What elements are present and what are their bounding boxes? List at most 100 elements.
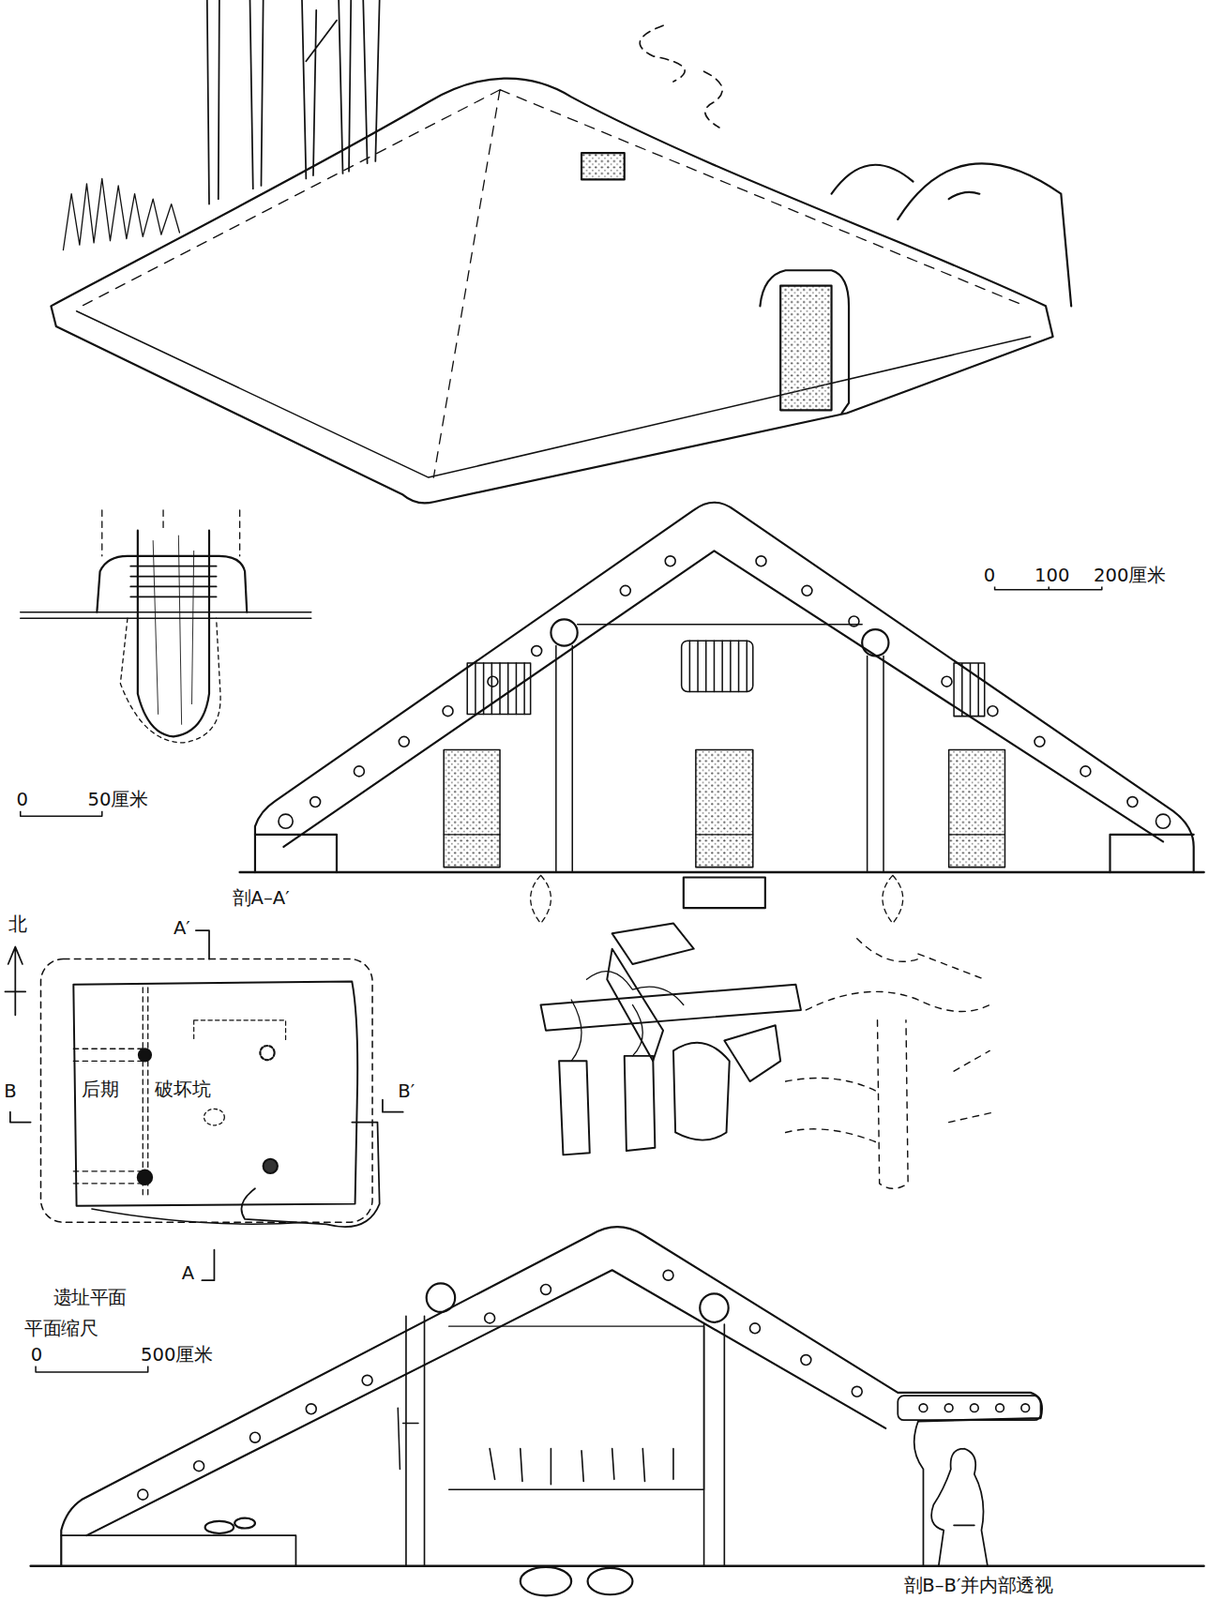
scale-unit: 200厘米 (1091, 565, 1168, 588)
section-a-part (475, 663, 525, 714)
joint-detail-part (612, 922, 695, 965)
post-detail-part (20, 612, 312, 620)
site-plan-part (73, 981, 358, 1206)
section-b-part (914, 1420, 924, 1566)
section-b-part (663, 1269, 674, 1281)
section-b-part (234, 1518, 256, 1529)
site-plan-part (201, 1250, 214, 1282)
section-a-part (801, 585, 813, 596)
roof-perspective-part (76, 311, 1031, 478)
section-label: 剖A–A′ (230, 887, 292, 909)
section-b-part (520, 1567, 572, 1596)
section-a-part (953, 663, 985, 717)
roof-perspective-part (81, 90, 1026, 478)
section-b-part (541, 1284, 552, 1296)
roof-perspective-part (50, 78, 1053, 504)
scale-value: 0 (28, 1344, 45, 1367)
roof-perspective-part (759, 270, 849, 413)
site-plan-part (196, 930, 210, 959)
section-b-part (588, 1568, 634, 1595)
section-b-part (205, 1521, 234, 1534)
site-plan-part (263, 1159, 278, 1174)
section-a-part (487, 676, 499, 687)
roof-perspective (50, 78, 1053, 504)
section-a-part (619, 585, 631, 596)
section-a-part (398, 736, 409, 747)
bush-part (62, 178, 180, 250)
section-a-part (1034, 736, 1045, 747)
section-a-part (941, 676, 952, 687)
scale-unit: 50厘米 (85, 789, 150, 812)
tree-post-sketch-part (877, 1020, 909, 1189)
section-b-part (449, 1326, 705, 1490)
site-plan-part (137, 1170, 152, 1185)
north-label: 北 (6, 914, 30, 937)
section-b-part (60, 1535, 296, 1567)
section-b-part (489, 1449, 674, 1485)
section-a-part (531, 646, 543, 657)
section-b-part (305, 1404, 317, 1415)
section-a-part (255, 502, 1194, 873)
section-b-part (137, 1489, 149, 1500)
section-b-part (250, 1432, 261, 1443)
section-a-part (353, 766, 364, 777)
scale-bar (20, 583, 1103, 1373)
section-a-part (255, 834, 337, 873)
section-a-part (556, 646, 884, 873)
section-a-part (550, 619, 577, 646)
section-a-part (1080, 766, 1091, 777)
section-b-part (137, 1269, 1030, 1500)
smoke-part (704, 71, 724, 128)
trees-part (207, 0, 220, 205)
post-detail (20, 510, 312, 743)
joint-detail-part (724, 1025, 781, 1082)
section-a-part (861, 629, 889, 656)
section-b-part (484, 1313, 496, 1324)
site-plan-part (194, 1020, 287, 1042)
section-b-part (1021, 1404, 1030, 1413)
site-plan-part (73, 987, 148, 1199)
section-a (240, 502, 1205, 924)
section-mark: A (179, 1263, 197, 1285)
joint-detail-part (673, 1042, 730, 1141)
section-a-part (755, 556, 767, 567)
smoke (639, 25, 723, 128)
post-detail-part (152, 535, 195, 725)
site-plan-part (91, 1208, 306, 1224)
site-plan (4, 930, 403, 1281)
trees-part (250, 0, 264, 189)
section-b (30, 1226, 1205, 1596)
site-plan-part (204, 1108, 226, 1125)
post-detail-part (137, 530, 210, 738)
joint-detail-part (586, 971, 683, 1006)
section-a-part (689, 640, 747, 692)
section-b-part (426, 1283, 455, 1312)
joint-detail-part (571, 999, 643, 1061)
section-a-part (310, 797, 321, 808)
hills-part (831, 165, 914, 195)
section-b-part (397, 1407, 419, 1469)
tree-post-sketch (785, 938, 996, 1190)
tree-post-sketch-part (857, 938, 985, 981)
section-a-part (949, 750, 1006, 868)
section-a-part (467, 640, 985, 716)
site-plan-part (4, 946, 26, 1015)
section-b-part (919, 1404, 928, 1413)
site-plan-part (259, 1045, 274, 1060)
section-a-part (577, 623, 862, 626)
section-b-part (944, 1404, 953, 1413)
post-detail-part (96, 556, 247, 613)
trees-part (302, 0, 337, 179)
joint-detail (541, 922, 801, 1155)
scale-value: 0 (14, 789, 31, 812)
plan-title: 遗址平面 (50, 1287, 129, 1310)
post-detail-part (130, 566, 216, 598)
section-b-part (699, 1293, 728, 1322)
site-plan-part (241, 1122, 379, 1227)
section-b-part (969, 1404, 979, 1413)
section-a-part (1110, 834, 1194, 873)
scale-unit: 500厘米 (138, 1344, 215, 1367)
trees (207, 0, 380, 205)
section-b-part (194, 1461, 205, 1472)
section-b-part (800, 1355, 812, 1366)
